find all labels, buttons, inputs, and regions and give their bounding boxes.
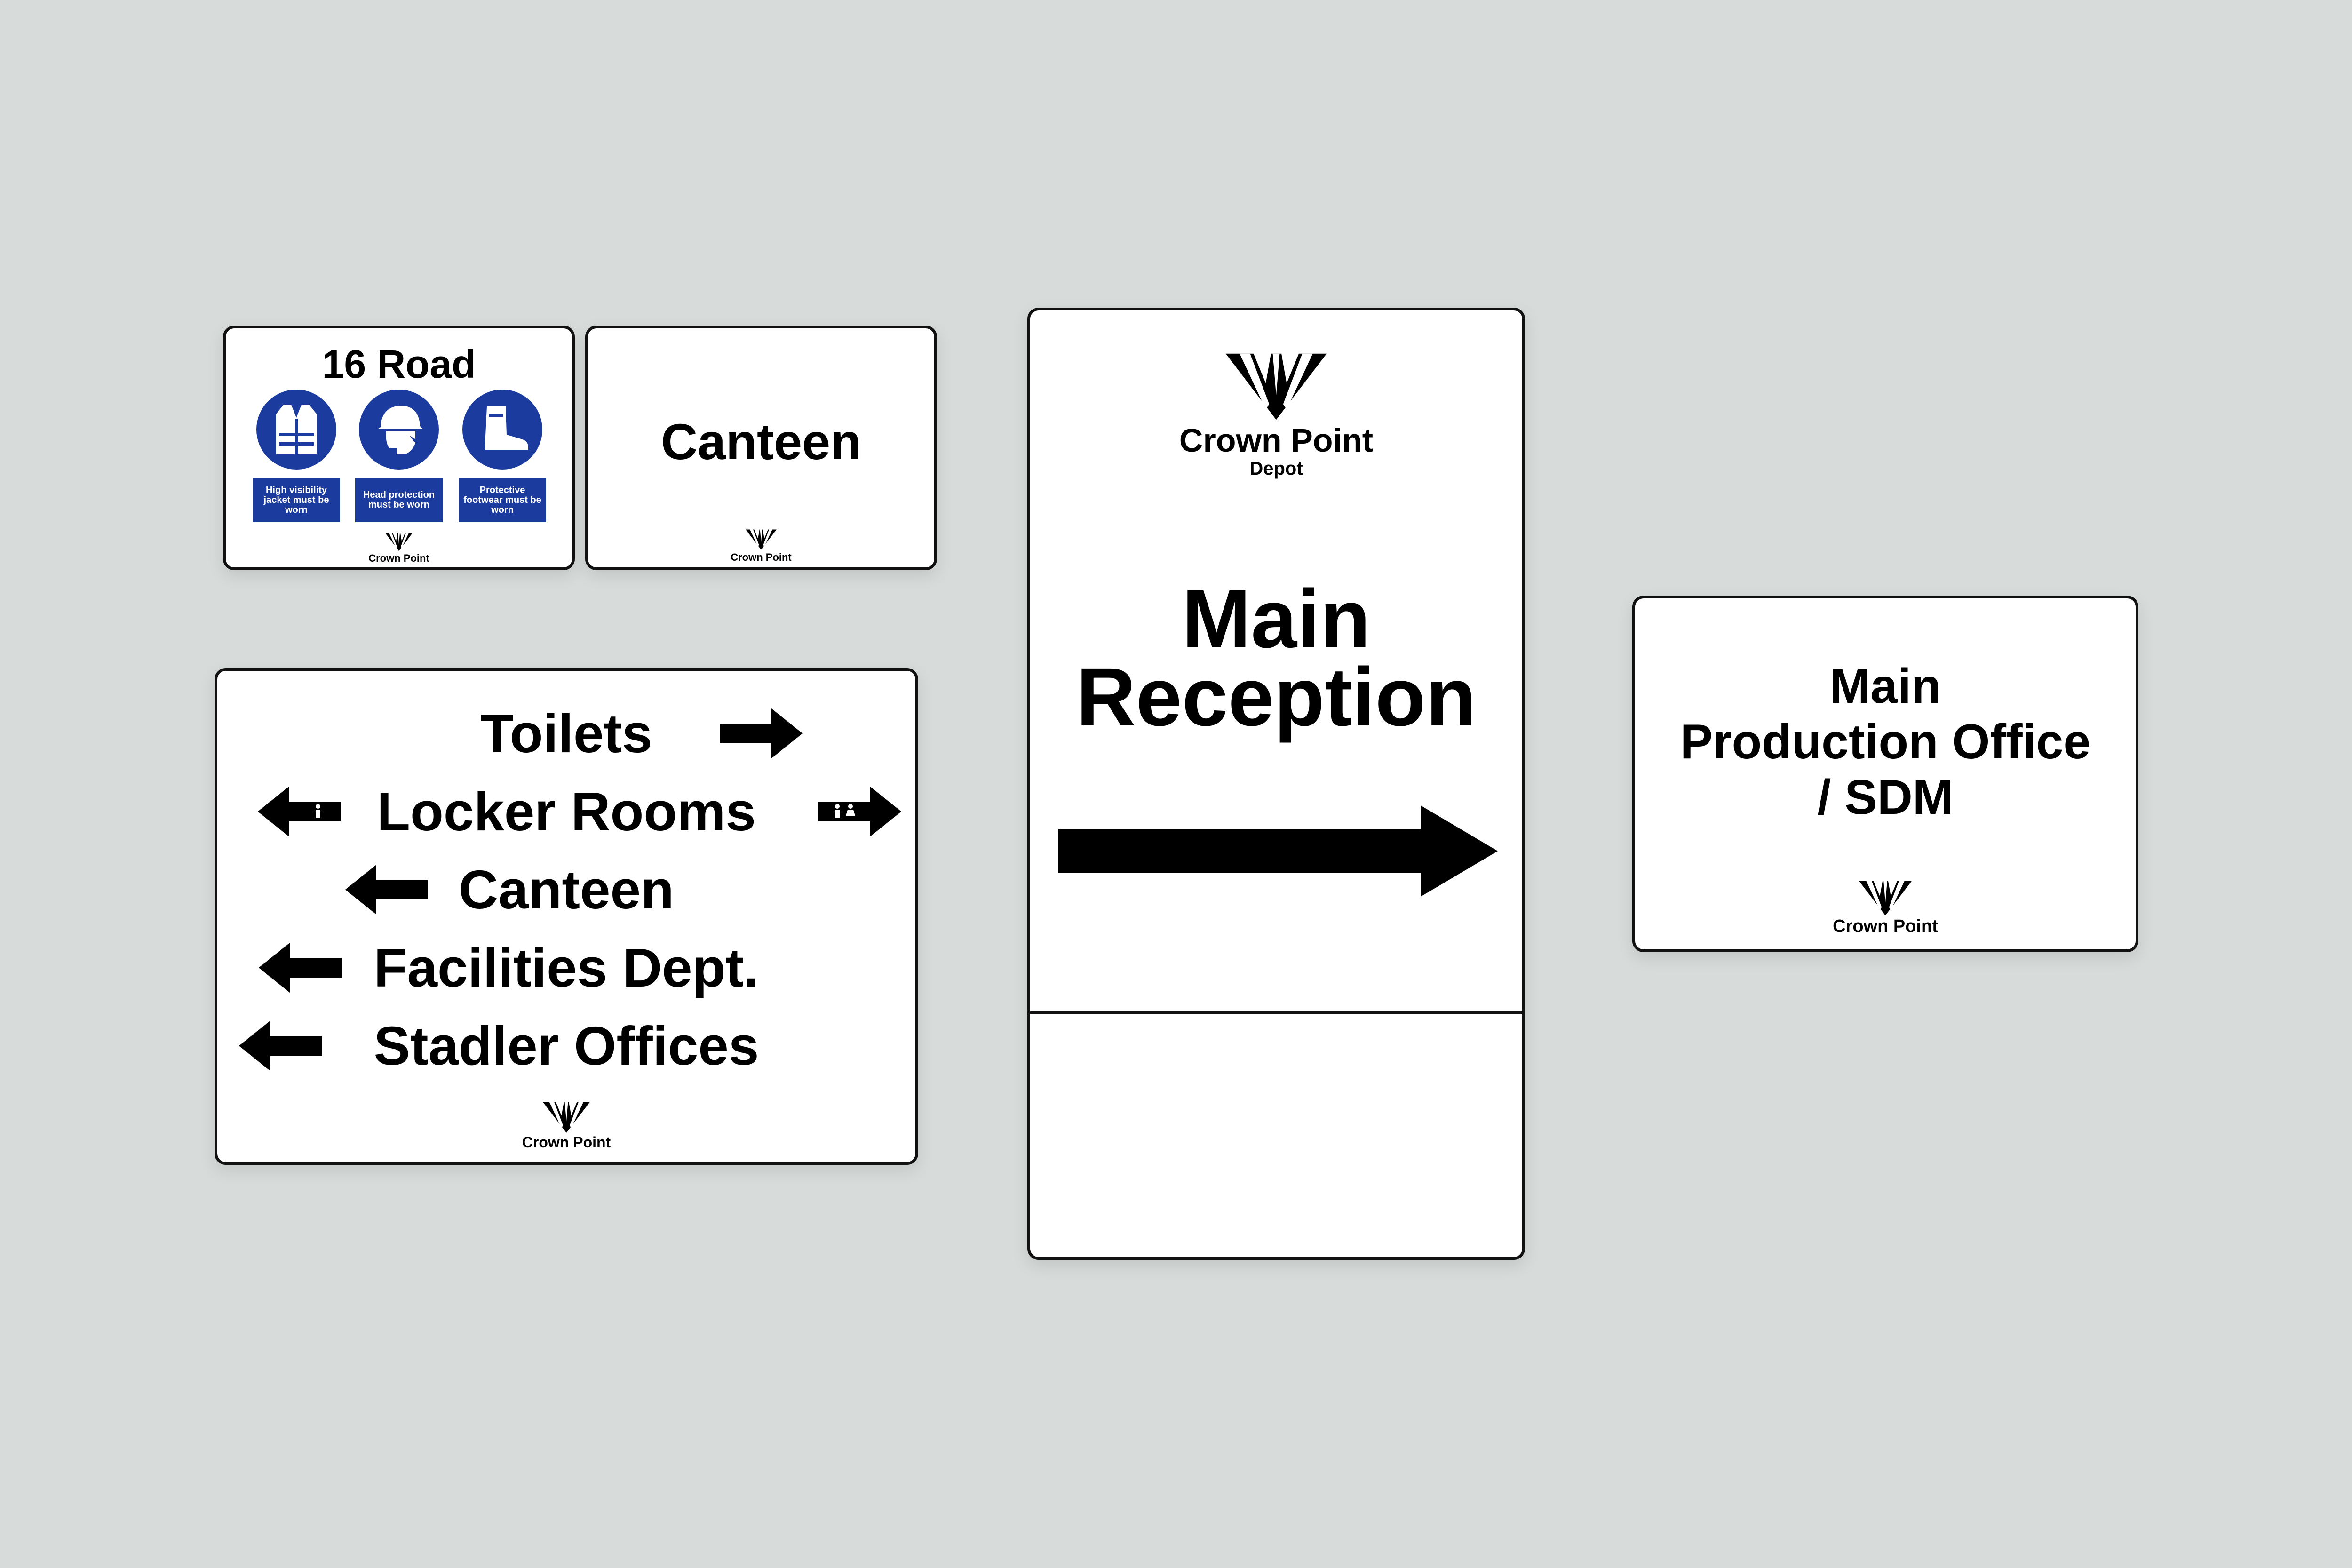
crown-logo-icon <box>1225 353 1327 420</box>
sign-title: Canteen <box>660 413 862 470</box>
logo-wordmark: Crown Point <box>1179 422 1374 459</box>
crown-logo-icon <box>1859 880 1912 916</box>
arrow-right-icon <box>720 708 803 758</box>
crown-point-logo: Crown Point <box>226 533 572 565</box>
direction-label-canteen: Canteen <box>459 859 674 920</box>
arrow-right-toilet-icon <box>818 787 901 836</box>
logo-wordmark: Crown Point <box>731 551 792 563</box>
sign-title: 16 Road <box>322 342 476 386</box>
logo-wordmark: Crown Point <box>522 1134 611 1151</box>
crown-point-logo: Crown Point <box>1635 880 2136 937</box>
safety-boot-icon <box>462 390 542 470</box>
logo-wordmark: Crown Point <box>1833 916 1938 936</box>
canteen-sign: Canteen Crown Point <box>585 326 937 570</box>
directional-sign: Toilets Locker Rooms Canteen Facilities … <box>215 668 918 1165</box>
safety-sign-16-road: 16 Road High visibility jacket must be w… <box>223 326 575 570</box>
production-office-sign: Main Production Office / SDM Crown Point <box>1632 596 2138 952</box>
direction-label-locker-rooms: Locker Rooms <box>377 781 756 842</box>
arrow-left-icon <box>345 865 428 915</box>
office-line-3: / SDM <box>1817 770 1954 825</box>
arrow-left-icon <box>239 1021 322 1071</box>
crown-logo-icon <box>746 529 777 550</box>
arrow-left-icon <box>259 943 342 993</box>
safety-item-hi-vis: High visibility jacket must be worn <box>250 390 342 522</box>
panel-divider <box>1030 1011 1522 1014</box>
safety-caption: Head protection must be worn <box>355 478 443 522</box>
logo-depot-label: Depot <box>1249 458 1303 479</box>
logo-wordmark: Crown Point <box>368 552 429 564</box>
crown-point-logo: Crown Point <box>217 1101 915 1151</box>
reception-line-2: Reception <box>1076 651 1477 743</box>
arrow-left-toilet-icon <box>258 787 341 836</box>
safety-caption: Protective footwear must be worn <box>459 478 546 522</box>
arrow-right-icon <box>1058 805 1498 897</box>
crown-logo-icon <box>385 533 413 551</box>
crown-logo-icon <box>542 1102 590 1133</box>
safety-item-head: Head protection must be worn <box>353 390 445 522</box>
direction-label-facilities: Facilities Dept. <box>373 937 759 998</box>
crown-point-depot-logo: Crown Point Depot <box>1030 352 1522 479</box>
reception-line-1: Main <box>1182 573 1371 665</box>
crown-point-logo: Crown Point <box>588 529 934 564</box>
safety-caption: High visibility jacket must be worn <box>253 478 340 522</box>
hi-vis-vest-icon <box>256 390 336 470</box>
hard-hat-icon <box>359 390 439 470</box>
safety-item-footwear: Protective footwear must be worn <box>456 390 548 522</box>
direction-label-toilets: Toilets <box>480 703 652 764</box>
main-reception-sign: Crown Point Depot Main Reception <box>1027 308 1525 1260</box>
office-line-1: Main <box>1829 659 1941 714</box>
office-line-2: Production Office <box>1680 715 2091 769</box>
direction-label-stadler: Stadler Offices <box>373 1015 759 1076</box>
